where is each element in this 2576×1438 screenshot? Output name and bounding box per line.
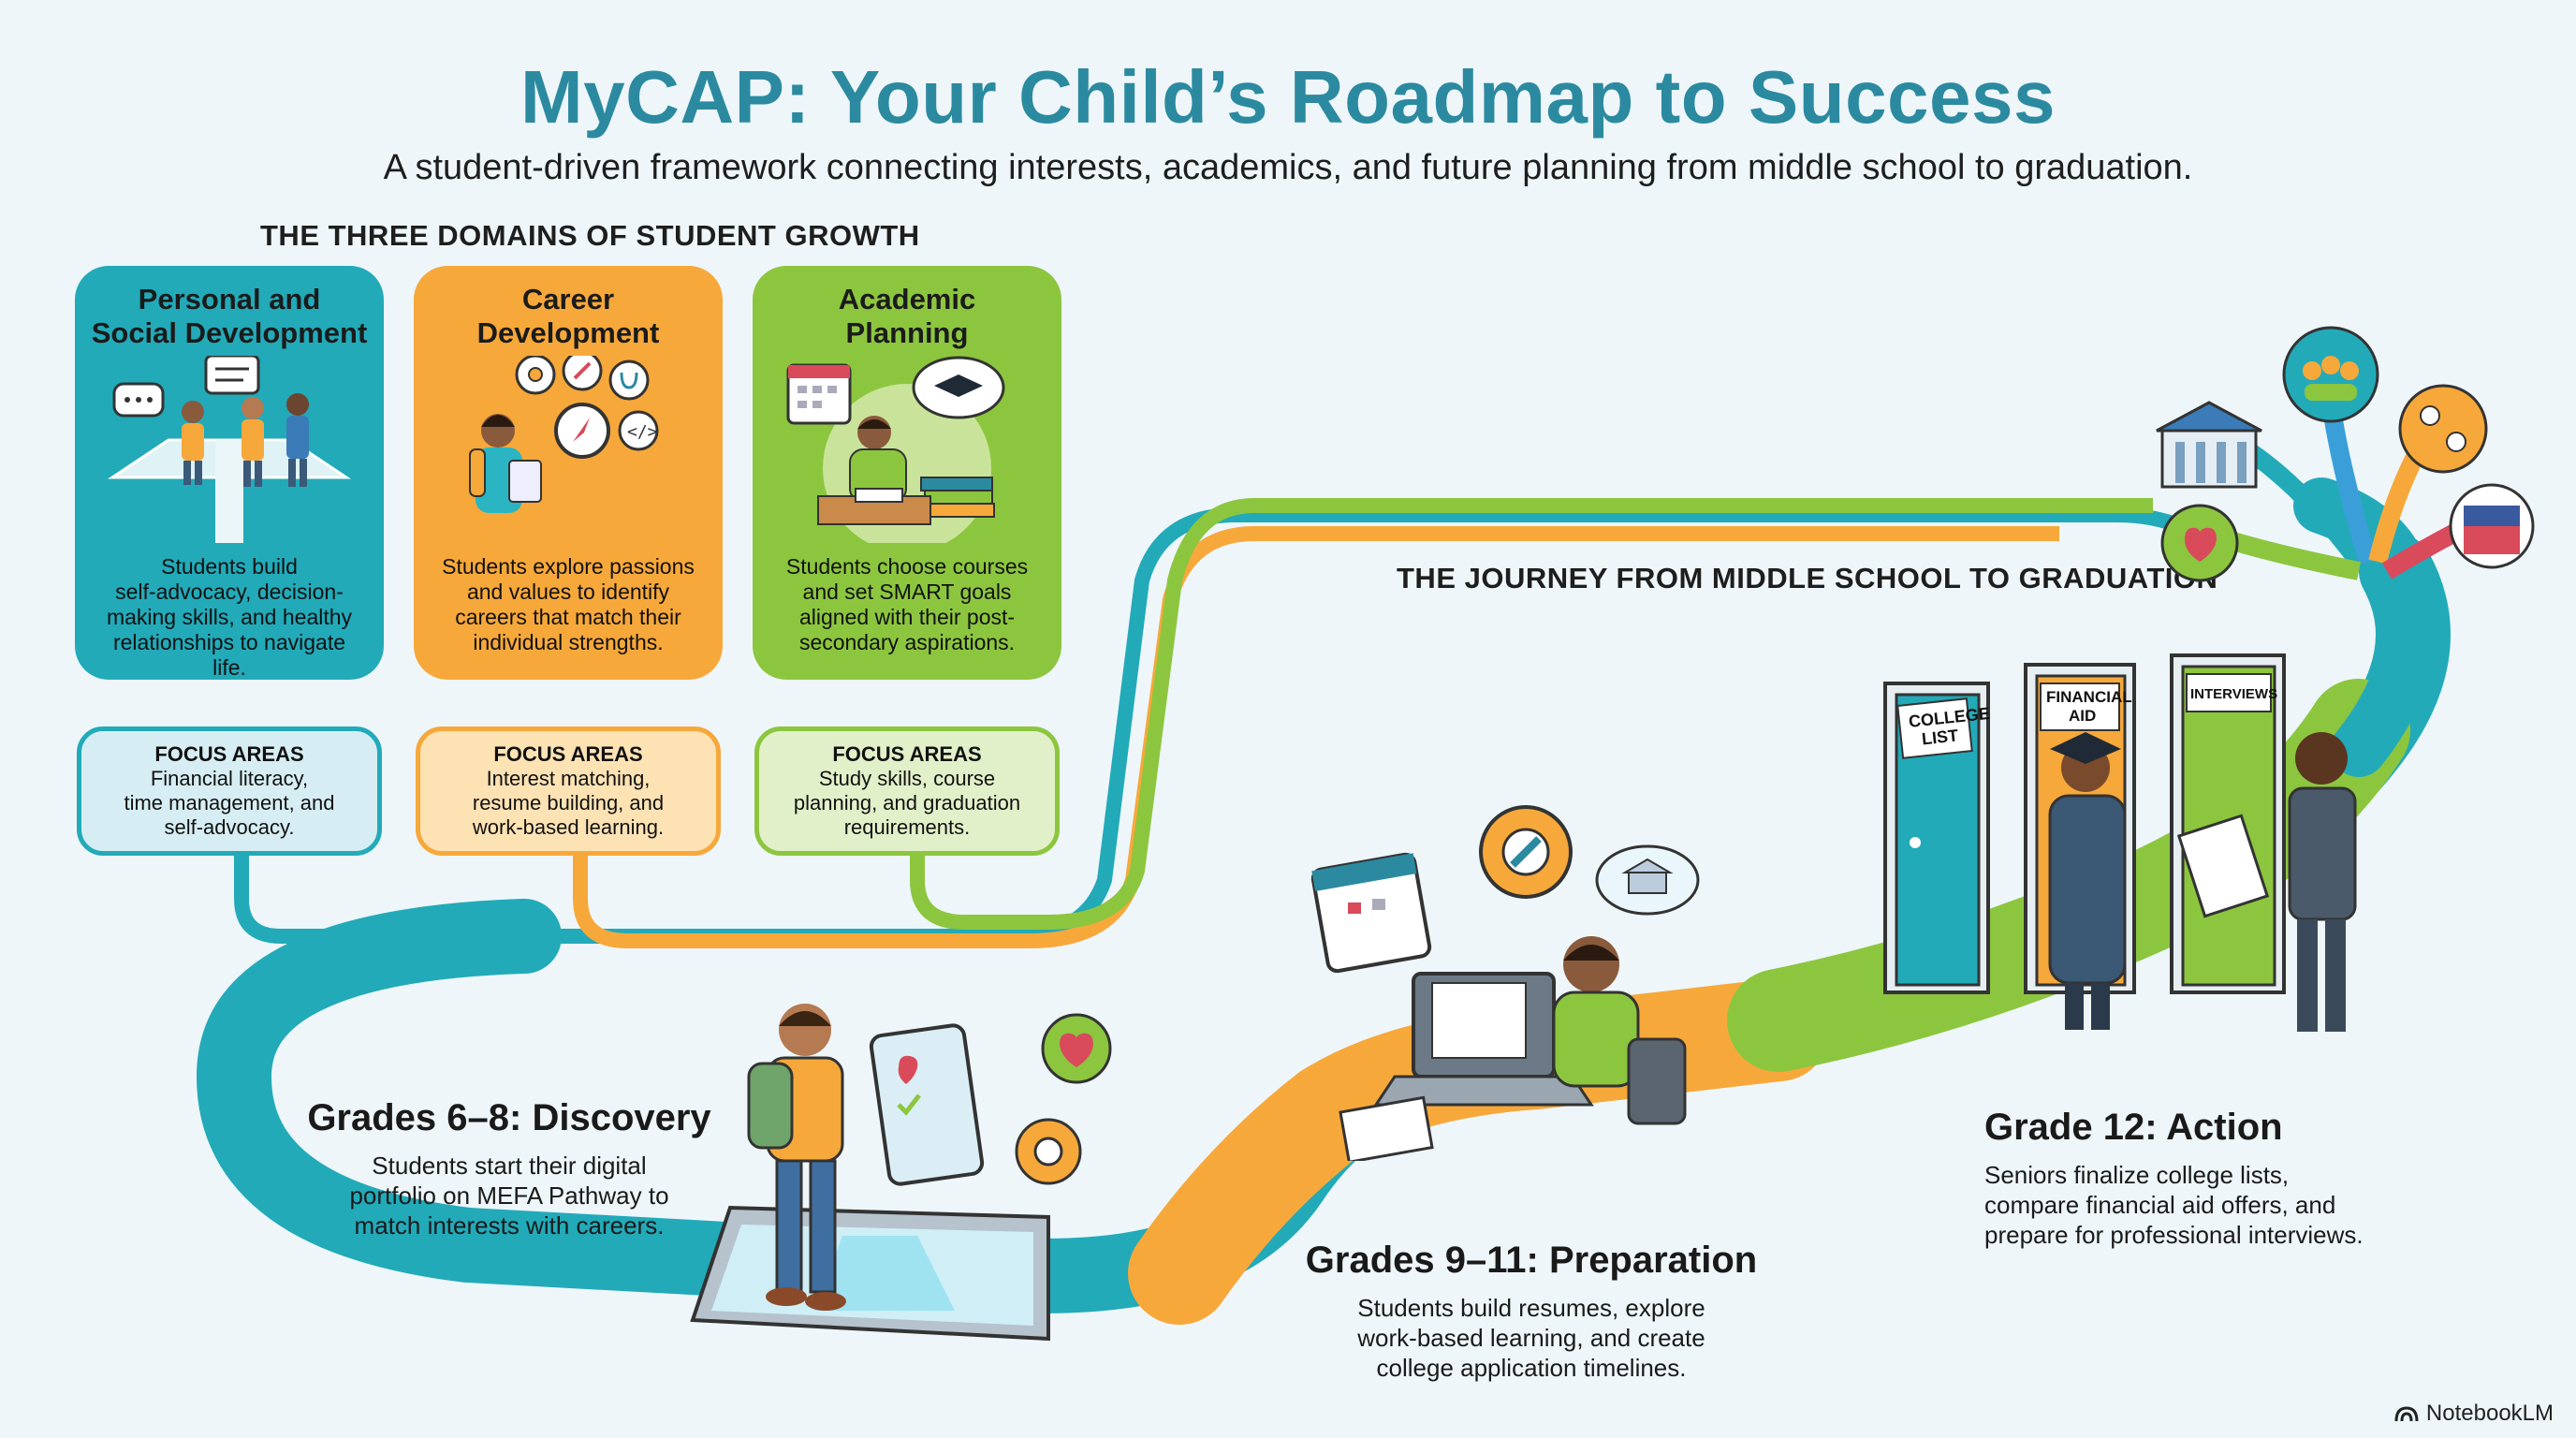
domains-heading: THE THREE DOMAINS OF STUDENT GROWTH xyxy=(260,219,920,252)
focus-text: Study skills, course planning, and gradu… xyxy=(793,767,1021,839)
flag-icon xyxy=(2449,483,2535,569)
stage-description: Seniors finalize college lists, compare … xyxy=(1984,1161,2364,1249)
laptop xyxy=(1339,972,1594,1161)
code-icon: </> xyxy=(618,410,659,451)
floating-screen xyxy=(869,1023,985,1186)
student-at-laptop xyxy=(1552,936,1687,1125)
stethoscope-icon xyxy=(608,360,650,401)
door-interviews: INTERVIEWS xyxy=(2170,653,2286,994)
compass-icon xyxy=(554,403,610,459)
checklist-icon xyxy=(897,1093,921,1116)
gear-bubble-icon xyxy=(1015,1118,1082,1185)
stage-action: Grade 12: Action Seniors finalize colleg… xyxy=(1984,1107,2434,1250)
svg-text:LIST: LIST xyxy=(1921,726,1959,748)
card-title: Career Development xyxy=(476,283,660,349)
card-description: Students build self-advocacy, decision- … xyxy=(106,554,353,680)
student-with-backpack xyxy=(747,1004,846,1311)
interviewer-figure xyxy=(2176,732,2357,1032)
study-illustration xyxy=(786,356,1005,543)
student-writing-illustration xyxy=(817,416,931,525)
green-ribbon xyxy=(910,498,2153,930)
preparation-illustration xyxy=(1310,805,1700,1161)
future-icons xyxy=(2156,326,2535,582)
focus-box-academic: FOCUS AREAS Study skills, course plannin… xyxy=(754,726,1060,856)
action-illustration: COLLEGE LIST FINANCIAL AID INTERVIEWS xyxy=(1883,653,2357,1032)
speech-bubble-icon xyxy=(112,356,260,418)
notebooklm-logo: NotebookLM xyxy=(2394,1401,2554,1427)
card-description: Students explore passions and values to … xyxy=(442,554,695,654)
tablet-base xyxy=(690,1205,1050,1342)
graduate-figure xyxy=(2048,732,2127,1030)
focus-box-personal: FOCUS AREAS Financial literacy, time man… xyxy=(77,726,382,856)
tools-icon xyxy=(2398,384,2488,474)
svg-text:AID: AID xyxy=(2069,707,2096,725)
domain-card-academic: Academic Planning xyxy=(753,266,1061,680)
courthouse-icon xyxy=(2156,401,2262,489)
gear-icon xyxy=(515,356,556,395)
stage-title: Grade 12: Action xyxy=(1984,1107,2283,1148)
svg-text:INTERVIEWS: INTERVIEWS xyxy=(2190,686,2277,702)
notebooklm-logo-icon xyxy=(2394,1406,2419,1422)
card-description: Students choose courses and set SMART go… xyxy=(785,554,1029,654)
calendar-icon xyxy=(1310,852,1432,974)
stage-description: Students start their digital portfolio o… xyxy=(349,1152,669,1240)
teal-ribbon xyxy=(234,507,2234,945)
paintbrush-icon xyxy=(562,356,603,391)
page-title: MyCAP: Your Child’s Roadmap to Success xyxy=(520,55,2056,139)
calendar-icon xyxy=(786,363,852,425)
stage-preparation: Grades 9–11: Preparation Students build … xyxy=(1297,1240,1765,1383)
domain-card-career: Career Development </> Students explore … xyxy=(414,266,723,680)
orange-ribbon xyxy=(573,526,2059,948)
crossroads-illustration xyxy=(108,356,351,543)
door-college-list: COLLEGE LIST xyxy=(1883,682,1991,994)
graduation-cap-icon xyxy=(912,356,1005,419)
stage-title: Grades 9–11: Preparation xyxy=(1305,1240,1758,1281)
stage-title: Grades 6–8: Discovery xyxy=(307,1097,711,1138)
page-subtitle: A student-driven framework connecting in… xyxy=(383,148,2193,187)
burst-streak-1 xyxy=(2241,441,2366,568)
heartbeat-icon xyxy=(2160,504,2239,582)
focus-text: Financial literacy, time management, and… xyxy=(124,767,335,839)
journey-heading: THE JOURNEY FROM MIDDLE SCHOOL TO GRADUA… xyxy=(1397,562,2218,594)
wrench-gear-icon xyxy=(1479,805,1573,899)
discovery-illustration xyxy=(690,1004,1112,1342)
stage-discovery: Grades 6–8: Discovery Students start the… xyxy=(303,1097,715,1240)
logo-text: NotebookLM xyxy=(2425,1401,2554,1426)
focus-box-career: FOCUS AREAS Interest matching, resume bu… xyxy=(416,726,721,856)
career-explore-illustration: </> xyxy=(469,356,659,513)
books-icon xyxy=(918,477,995,518)
stage-description: Students build resumes, explore work-bas… xyxy=(1357,1294,1705,1382)
heart-icon xyxy=(898,1055,918,1084)
group-icon xyxy=(2282,326,2379,423)
svg-text:</>: </> xyxy=(627,422,658,442)
svg-text:FINANCIAL: FINANCIAL xyxy=(2046,688,2132,706)
people-illustration xyxy=(182,393,309,487)
heart-bubble-icon xyxy=(1041,1013,1112,1084)
cloud-building-icon xyxy=(1595,844,1700,916)
focus-text: Interest matching, resume building, and … xyxy=(472,767,665,839)
student-illustration xyxy=(469,414,542,513)
card-title: Academic Planning xyxy=(838,283,976,349)
card-title: Personal and Social Development xyxy=(91,283,368,349)
domain-card-personal: Personal and Social Development Students… xyxy=(75,266,384,680)
